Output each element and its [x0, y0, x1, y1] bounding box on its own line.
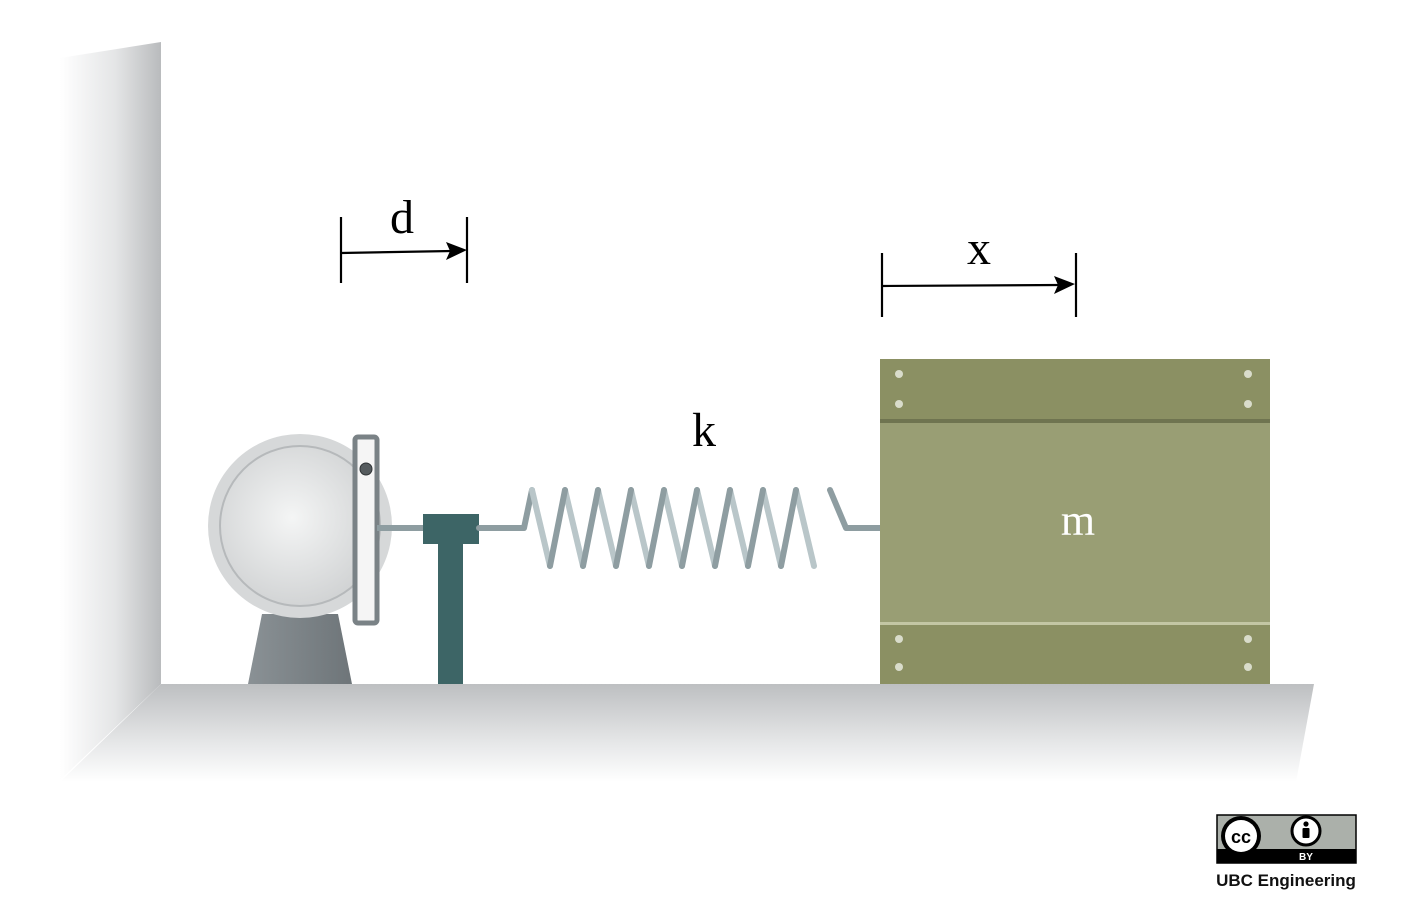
floor — [60, 684, 1314, 782]
crank-rod — [377, 525, 425, 531]
mass-crate — [880, 359, 1270, 684]
crate-bottom-plank — [880, 625, 1270, 684]
wall — [60, 42, 161, 780]
crate-bolts — [895, 370, 1252, 671]
label-d: d — [390, 191, 414, 244]
cc-by-license-badge: cc BY — [1216, 814, 1357, 864]
crate-top-plank — [880, 359, 1270, 419]
credit-text: UBC Engineering — [1216, 871, 1356, 890]
label-m: m — [1061, 496, 1095, 545]
crank-pin — [359, 462, 373, 476]
slider-head — [423, 514, 479, 544]
slider-post — [438, 544, 463, 684]
dimension-x — [880, 253, 1078, 317]
motor-base — [248, 614, 352, 684]
motor — [208, 434, 425, 684]
label-k: k — [692, 404, 716, 457]
spring — [476, 487, 883, 569]
by-text: BY — [1299, 852, 1313, 863]
dimension-d — [339, 217, 469, 283]
crate-top-plank-edge — [880, 419, 1270, 423]
cc-icon-text: cc — [1231, 827, 1251, 847]
slider — [423, 514, 479, 684]
crate-bottom-plank-edge — [880, 622, 1270, 625]
label-x: x — [967, 222, 991, 275]
